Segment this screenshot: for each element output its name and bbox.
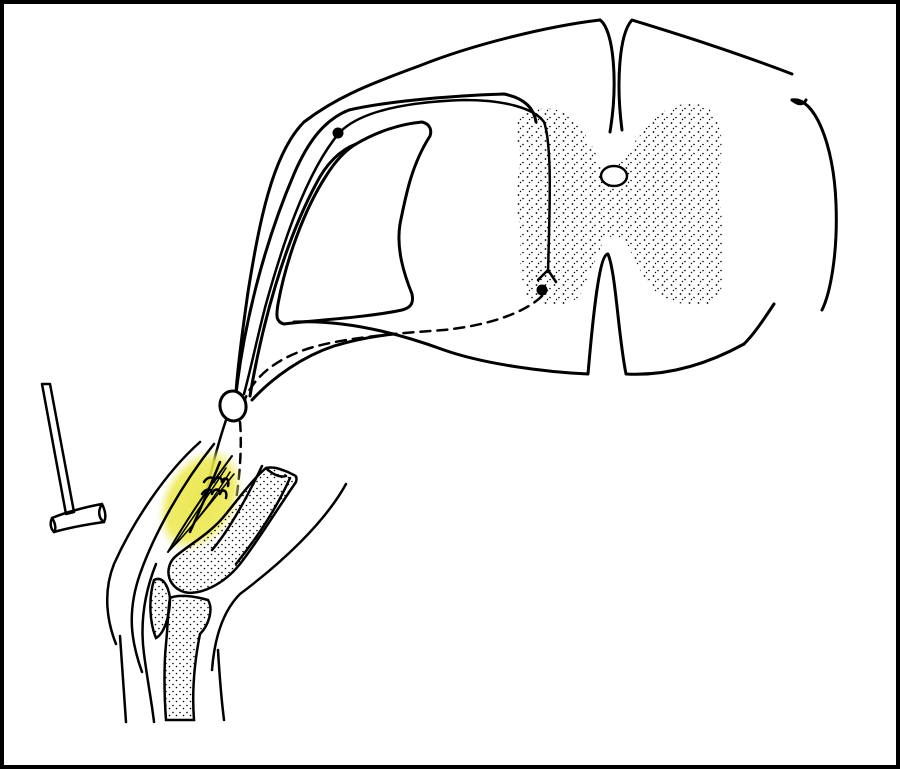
dorsal-horn-white-matter	[277, 122, 431, 324]
dorsal-median-sulcus	[600, 20, 614, 132]
calf-skin	[218, 650, 224, 720]
knee-joint	[107, 433, 346, 722]
dorsal-root-ganglion	[333, 128, 344, 139]
cord-lateral-edge	[792, 100, 836, 310]
central-canal	[601, 166, 627, 186]
tibia	[165, 596, 211, 720]
hammer-head	[51, 504, 106, 532]
reflex-arc-drawing	[4, 4, 896, 765]
reflex-hammer-icon	[42, 384, 105, 532]
cord-ventrolateral-edge	[744, 304, 774, 344]
dorsal-root	[236, 94, 556, 396]
shin-skin	[120, 636, 126, 722]
dorsal-root-outer	[236, 94, 536, 394]
spinal-cord-cross-section	[236, 20, 836, 392]
motor-neuron-soma	[537, 285, 548, 296]
hammer-handle	[42, 384, 74, 514]
